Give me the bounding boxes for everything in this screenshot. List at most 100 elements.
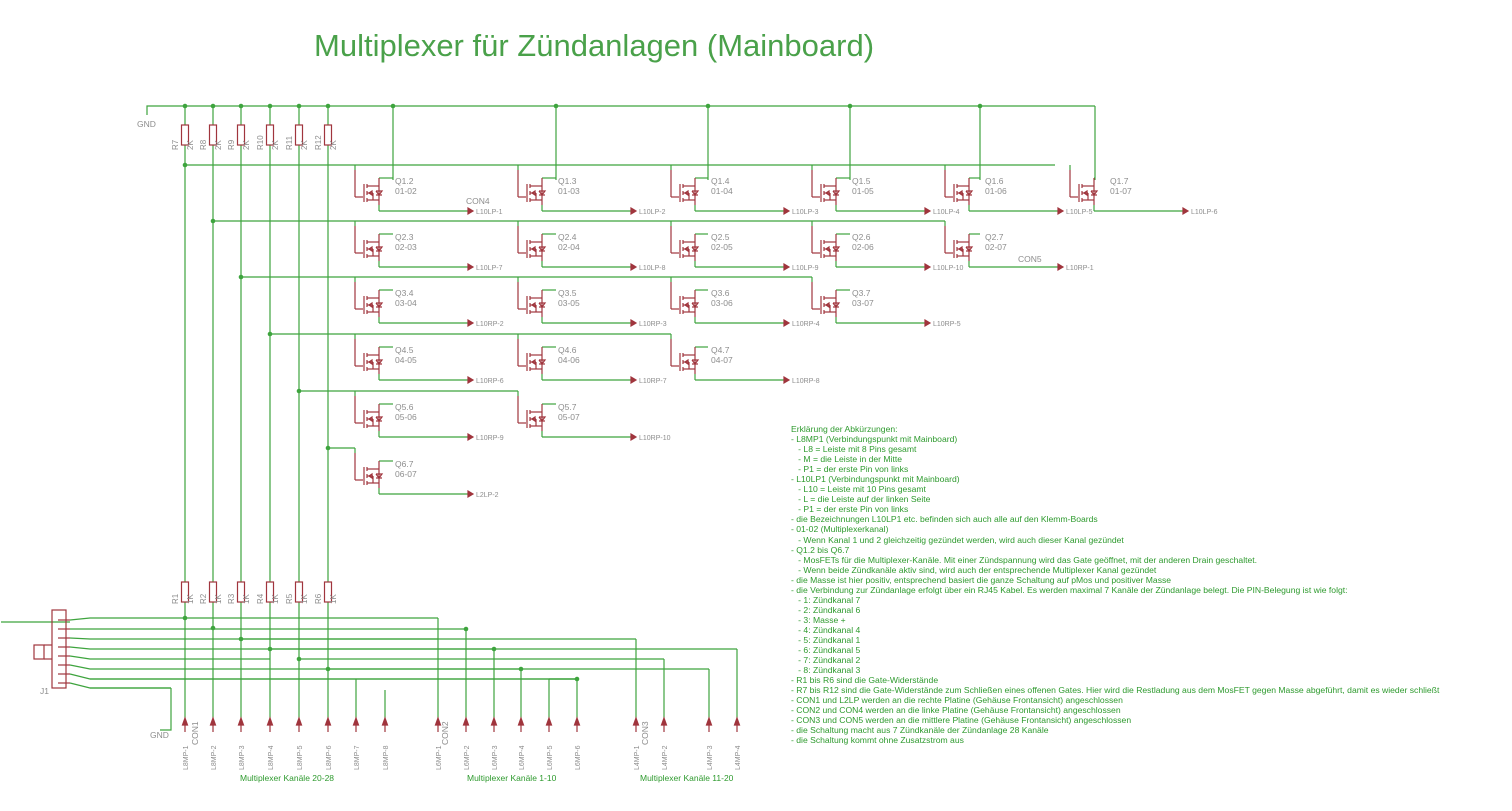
mosfet-Q4-5 [354,339,384,374]
output-arrow [924,262,932,272]
resistor-name: R5 [285,593,294,604]
net-label: L10RP-5 [933,321,961,328]
pin-label: L8MP-1 [183,745,190,770]
resistor-value: 2K [214,140,223,150]
net-label: L2LP-2 [476,492,499,499]
mosfet-channel: 01-05 [852,186,874,196]
output-arrow [467,375,475,385]
mosfet-part [368,472,373,480]
output-arrow [924,318,932,328]
net-label: L10LP-9 [792,265,819,272]
mosfet-name: Q4.5 [395,345,414,355]
mosfet-channel: 01-07 [1110,186,1132,196]
mosfet-part [538,359,547,365]
resistor-value: 2K [271,140,280,150]
mosfet-part [531,189,536,197]
junction-dot [210,218,216,224]
mosfet-part [684,189,689,197]
note-line: - Q1.2 bis Q6.7 [791,544,850,555]
input-arrow [490,716,498,726]
input-arrow [209,716,217,726]
mosfet-Q1-5 [811,170,841,205]
note-line: - 6: Zündkanal 5 [791,645,861,656]
resistor-name: R1 [171,593,180,604]
input-arrow [381,716,389,726]
connector-name: CON3 [640,721,650,745]
wire [69,682,171,689]
mosfet-part [531,245,536,253]
mosfet-Q3-6 [670,282,700,317]
mosfet-part [375,190,384,196]
mosfet-part [832,246,841,252]
resistor-r2 [208,581,218,603]
mosfet-Q2-5 [670,226,700,261]
note-line: - L8MP1 (Verbindungspunkt mit Mainboard) [791,434,958,445]
resistor-r12 [323,124,333,146]
mosfet-channel: 02-06 [852,242,874,252]
note-line: - L10 = Leiste mit 10 Pins gesamt [791,484,926,495]
note-line: - die Bezeichnungen L10LP1 etc. befinden… [791,514,1098,525]
junction-dot [182,615,188,621]
mosfet-name: Q2.5 [711,232,730,242]
resistor-value: 2K [242,140,251,150]
wire [146,105,1095,115]
note-line: - die Schaltung macht aus 7 Zündkanäle d… [791,725,1049,736]
input-arrow [660,716,668,726]
note-line: - R1 bis R6 sind die Gate-Widerstände [791,675,939,686]
net-label: L10LP-8 [639,265,666,272]
mosfet-Q3-4 [354,282,384,317]
connector-body [51,609,67,689]
net-label: L10RP-6 [476,378,504,385]
pin-label: L6MP-3 [492,745,499,770]
mosfet-name: Q2.6 [852,232,871,242]
resistor-value: 1K [329,594,338,604]
pin-label: L6MP-4 [519,745,526,770]
pin-label: L8MP-4 [268,745,275,770]
mosfet-name: Q5.6 [395,402,414,412]
mosfet-name: Q1.5 [852,176,871,186]
resistor-value: 1K [242,594,251,604]
mosfet-channel: 01-02 [395,186,417,196]
junction-dot [325,445,331,451]
note-line: - 1: Zündkanal 7 [791,594,861,605]
mosfet-channel: 05-06 [395,412,417,422]
junction-dot [182,103,188,109]
output-arrow [630,375,638,385]
mosfet-part [531,415,536,423]
input-arrow [462,716,470,726]
mosfet-part [368,415,373,423]
mosfet-Q4-6 [517,339,547,374]
output-arrow [783,375,791,385]
resistor-r4 [265,581,275,603]
resistor-name: R7 [171,139,180,150]
output-arrow [630,206,638,216]
net-label: L10LP-7 [476,265,503,272]
note-line: - die Verbindung zur Zündanlage erfolgt … [791,584,1348,595]
mosfet-part [832,190,841,196]
note-line: - 4: Zündkanal 4 [791,624,861,635]
mosfet-name: Q4.7 [711,345,730,355]
mosfet-channel: 01-06 [985,186,1007,196]
mosfet-part [825,301,830,309]
wire [69,655,270,660]
junction-dot [390,103,396,109]
resistor-value: 2K [300,140,309,150]
connector-tab [33,644,45,660]
pin-label: L8MP-2 [211,745,218,770]
net-label: L10LP-1 [476,209,503,216]
mosfet-channel: 04-05 [395,355,417,365]
output-arrow [783,262,791,272]
resistor-value: 1K [300,594,309,604]
pin-label: L4MP-3 [707,745,714,770]
output-arrow [1057,206,1065,216]
output-arrow [467,206,475,216]
mosfet-channel: 03-07 [852,298,874,308]
output-arrow [630,262,638,272]
junction-dot [182,162,188,168]
junction-dot [463,626,469,632]
mosfet-part [368,245,373,253]
resistor-r9 [236,124,246,146]
mosfet-Q2-7 [944,226,974,261]
net-label: L10LP-5 [1066,209,1093,216]
note-line: - R7 bis R12 sind die Gate-Widerstände z… [791,685,1440,696]
